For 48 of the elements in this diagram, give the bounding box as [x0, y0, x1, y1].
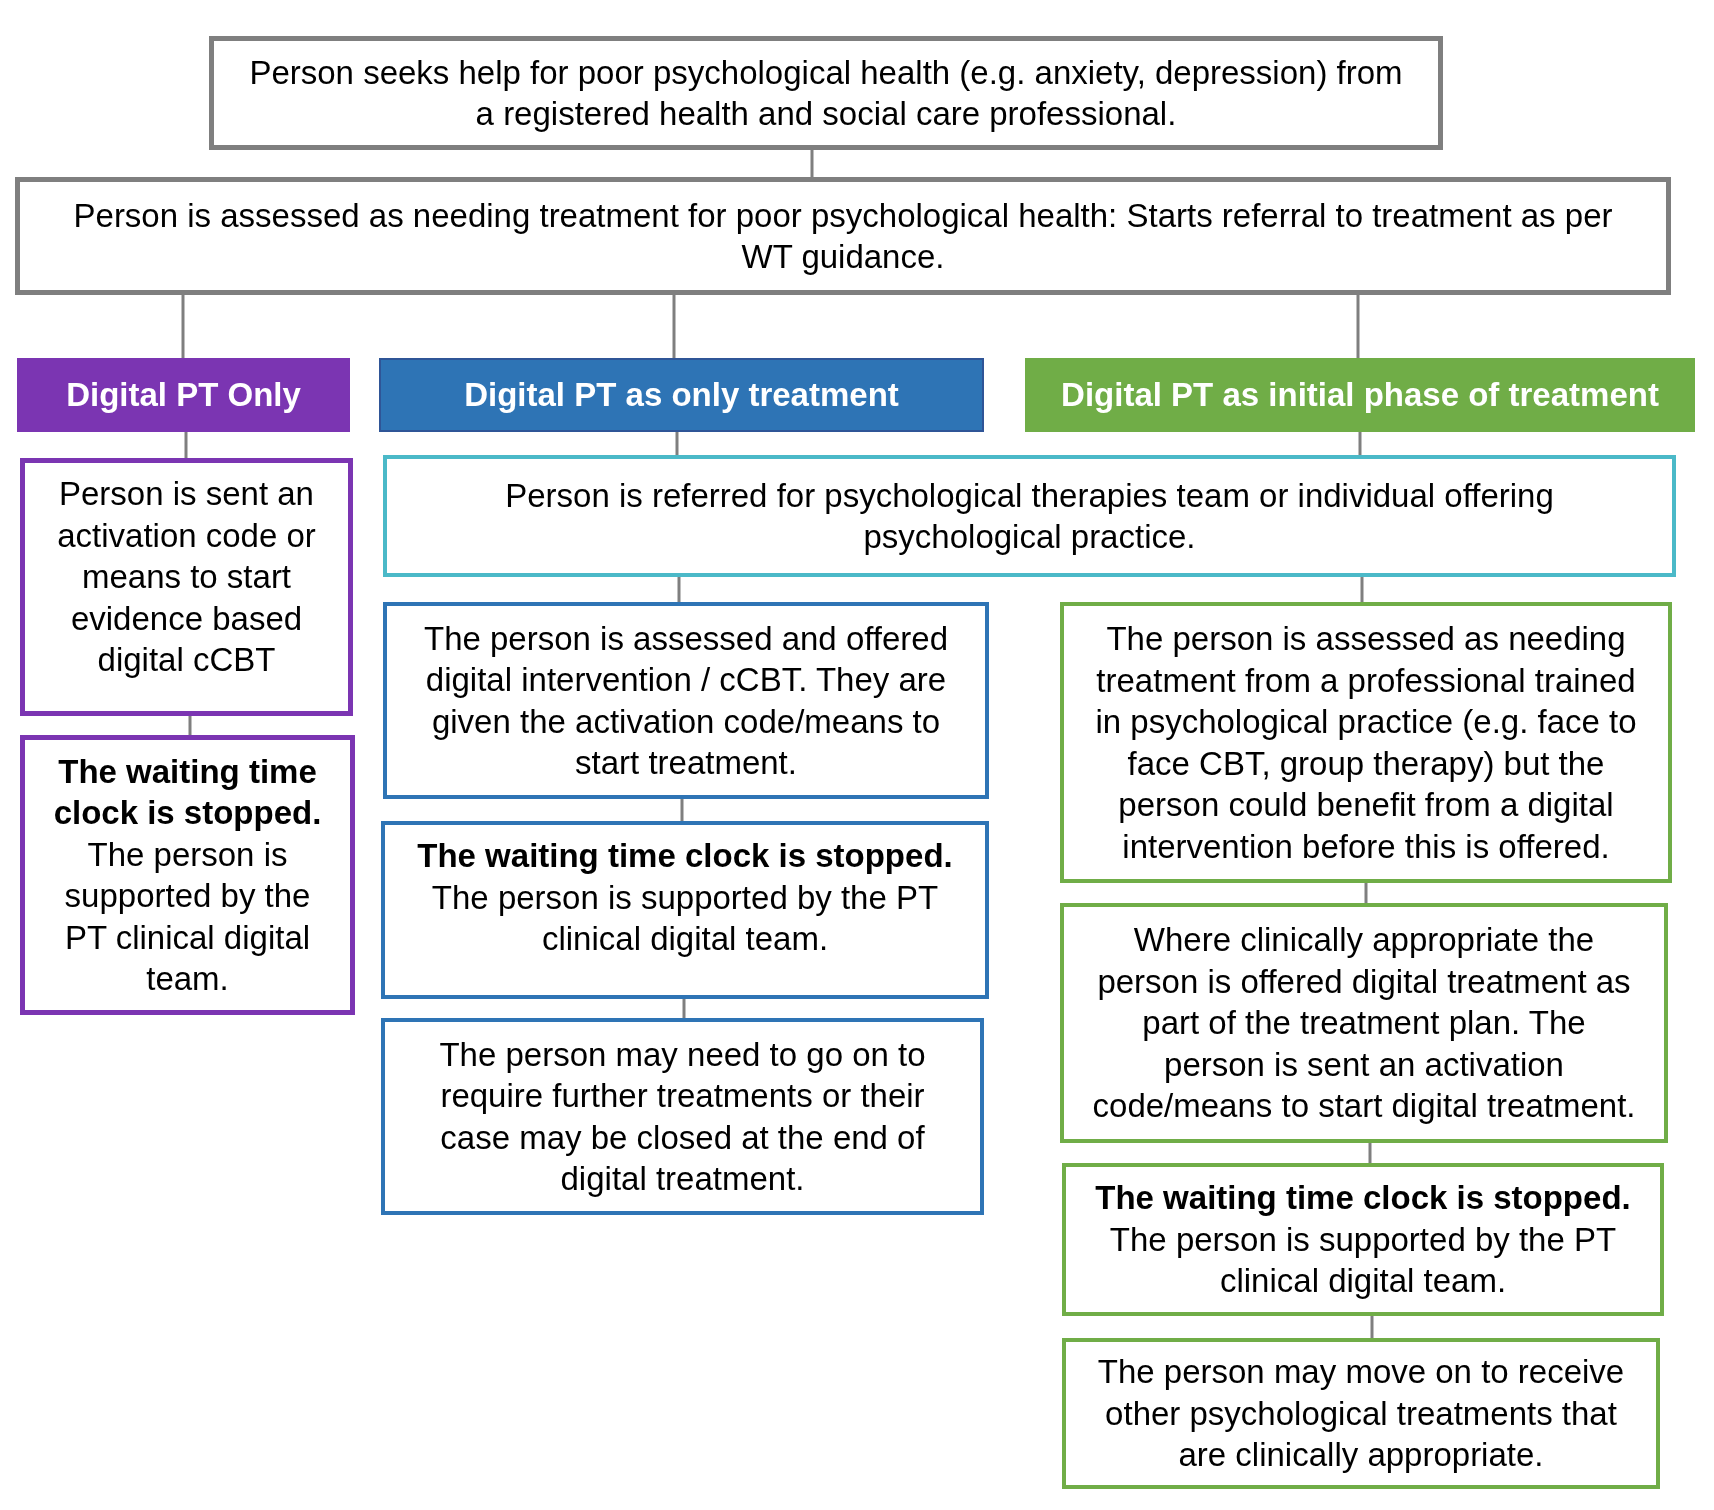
status-heading: The waiting time clock is stopped.: [1095, 1178, 1631, 1219]
process-box: [383, 455, 1676, 577]
connector-line: [1360, 577, 1364, 602]
process-box: [381, 821, 989, 999]
category-header: [17, 358, 350, 432]
connector-line: [188, 716, 192, 735]
step-description: Person seeks help for poor psychological health (e.g. anxiety, depression) from a registered health and social care professional.: [248, 52, 1404, 134]
process-box: [381, 1018, 984, 1215]
connector-line: [1370, 1316, 1374, 1338]
step-description: The person is assessed as needing treatment from a professional trained in psychological practice (e.g. face to face CBT, group therapy) but the person could benefit from a digital intervention before this is offered.: [1094, 619, 1638, 867]
step-description: Where clinically appropriate the person is offered digital treatment as part of the treatment plan. The person is sent an activation code/means to start digital treatment.: [1091, 920, 1637, 1127]
category-title: Digital PT as initial phase of treatment: [1061, 375, 1659, 416]
connector-line: [682, 999, 686, 1018]
process-box: [20, 735, 355, 1015]
category-header: [1025, 358, 1695, 432]
connector-line: [1358, 432, 1362, 455]
category-header: [379, 358, 984, 432]
connector-line: [677, 577, 681, 602]
process-box: [20, 458, 353, 716]
process-box: [1062, 1163, 1664, 1316]
step-description: The person may move on to receive other psychological treatments that are clinically appropriate.: [1096, 1352, 1626, 1476]
step-description: Person is assessed as needing treatment for poor psychological health: Starts referral to treatment as per WT guidance.: [72, 195, 1614, 277]
process-box: [383, 602, 989, 799]
connector-line: [1368, 1143, 1372, 1163]
connector-line: [1356, 295, 1360, 358]
step-description: Person is referred for psychological therapies team or individual offering psychological practice.: [504, 475, 1555, 557]
process-box: [209, 36, 1443, 150]
process-box: [15, 177, 1671, 295]
connector-line: [184, 432, 188, 458]
step-description: The person is supported by the PT clinical digital team.: [63, 834, 312, 999]
status-heading: The waiting time clock is stopped.: [52, 751, 323, 833]
connector-line: [680, 799, 684, 821]
process-box: [1062, 1338, 1660, 1489]
connector-line: [810, 150, 814, 177]
category-title: Digital PT Only: [66, 375, 301, 416]
step-description: The person may need to go on to require further treatments or their case may be closed at the end of digital treatment.: [438, 1034, 927, 1199]
connector-line: [672, 295, 676, 358]
connector-line: [181, 295, 185, 358]
process-box: [1060, 602, 1672, 883]
step-description: The person is assessed and offered digital intervention / cCBT. They are given the activation code/means to start treatment.: [422, 618, 950, 783]
status-heading: The waiting time clock is stopped.: [417, 836, 953, 876]
step-description: The person is supported by the PT clinical digital team.: [1108, 1219, 1618, 1302]
connector-line: [675, 432, 679, 455]
step-description: Person is sent an activation code or means to start evidence based digital cCBT: [56, 474, 317, 680]
connector-line: [1364, 883, 1368, 903]
category-title: Digital PT as only treatment: [464, 375, 899, 416]
process-box: [1060, 903, 1668, 1143]
step-description: The person is supported by the PT clinical digital team.: [430, 877, 940, 959]
